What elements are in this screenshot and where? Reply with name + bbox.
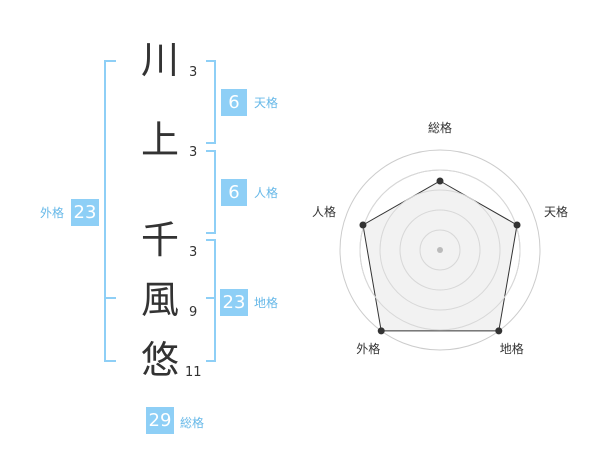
radar-data-point — [513, 221, 521, 229]
chikaku-badge: 23 — [220, 289, 248, 316]
name-char-3: 千 — [140, 218, 179, 262]
radar-axis-label: 天格 — [544, 205, 569, 220]
soukaku-label: 総格 — [180, 416, 205, 430]
radar-inner-ring — [399, 209, 481, 291]
name-char-1: 川 — [140, 38, 179, 82]
radar-data-point — [495, 327, 503, 335]
stroke-count-5: 11 — [185, 365, 202, 380]
name-char-2: 上 — [140, 118, 179, 162]
gaikaku-bracket — [104, 60, 116, 362]
chikaku-label: 地格 — [254, 296, 279, 310]
radar-data-point — [359, 221, 367, 229]
radar-grid-ring — [379, 189, 501, 311]
name-char-5: 悠 — [140, 338, 179, 382]
jinkaku-label: 人格 — [254, 186, 279, 200]
radar-grid-ring — [359, 169, 521, 331]
tenkaku-badge: 6 — [221, 89, 247, 116]
stroke-count-3: 3 — [189, 245, 198, 260]
radar-axis-label: 地格 — [499, 341, 524, 356]
name-char-4: 風 — [140, 278, 179, 322]
radar-grid-ring — [399, 209, 481, 291]
radar-grid-ring — [339, 149, 541, 351]
radar-axis-label: 人格 — [311, 205, 336, 220]
radar-axis-label: 外格 — [356, 341, 381, 356]
gaikaku-bracket-mid-tick — [104, 297, 116, 299]
stroke-count-4: 9 — [189, 305, 198, 320]
stroke-count-2: 3 — [189, 145, 198, 160]
jinkaku-bracket — [206, 150, 216, 234]
radar-grid-ring — [419, 229, 461, 271]
gaikaku-badge: 23 — [71, 199, 99, 226]
stroke-count-1: 3 — [189, 65, 198, 80]
radar-center-point — [437, 247, 443, 253]
gaikaku-label: 外格 — [40, 206, 65, 220]
tenkaku-label: 天格 — [254, 96, 279, 110]
radar-inner-ring — [419, 229, 461, 271]
tenkaku-bracket — [206, 60, 216, 144]
radar-inner-ring — [359, 169, 521, 331]
chikaku-bracket-mid-tick — [206, 297, 216, 299]
radar-data-point — [377, 327, 385, 335]
radar-series-polygon — [362, 180, 518, 332]
radar-axis-label: 総格 — [428, 121, 453, 135]
jinkaku-badge: 6 — [221, 179, 247, 206]
radar-data-point — [436, 177, 444, 185]
chikaku-bracket — [206, 239, 216, 362]
radar-inner-ring — [379, 189, 501, 311]
soukaku-badge: 29 — [146, 407, 174, 434]
